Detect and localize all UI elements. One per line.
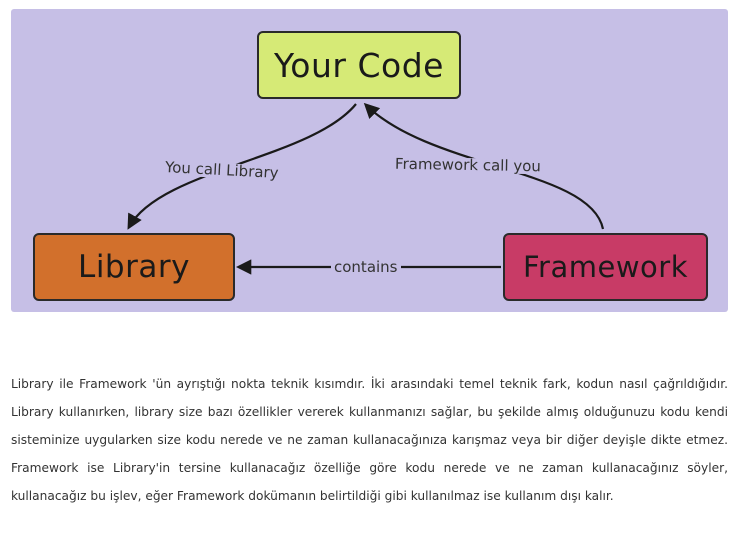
- node-your-code-label: Your Code: [274, 45, 444, 85]
- node-framework-label: Framework: [522, 250, 689, 284]
- node-your-code: Your Code: [257, 31, 461, 99]
- node-library-label: Library: [78, 249, 190, 285]
- node-library: Library: [33, 233, 235, 301]
- article-paragraph: Library ile Framework 'ün ayrıştığı nokt…: [11, 377, 728, 503]
- edge-label-framework-call-you: Framework call you: [392, 154, 544, 176]
- library-framework-diagram: Your Code Library Framework You call Lib…: [11, 9, 728, 312]
- edge-label-contains: contains: [331, 260, 401, 275]
- node-framework: Framework: [503, 233, 708, 301]
